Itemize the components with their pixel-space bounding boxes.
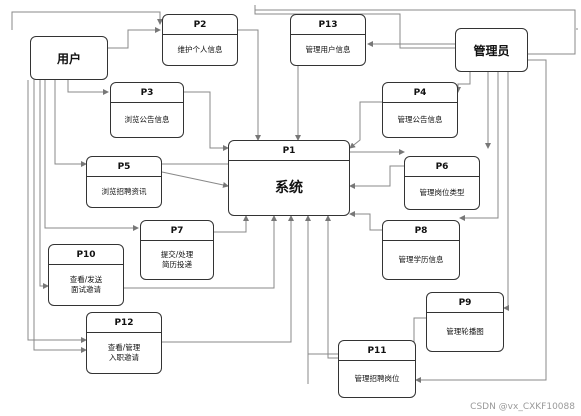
- process-id: P4: [382, 82, 458, 103]
- process-p4: P4 管理公告信息: [382, 82, 458, 138]
- admin-entity: 管理员: [455, 28, 528, 72]
- process-p10: P10 查看/发送 面试邀请: [48, 244, 124, 306]
- process-p6: P6 管理岗位类型: [404, 156, 480, 210]
- process-id: P5: [86, 156, 162, 177]
- process-id: P8: [382, 220, 460, 241]
- watermark: CSDN @vx_CXKF10088: [470, 402, 575, 412]
- process-label: 浏览招聘资讯: [86, 176, 162, 208]
- process-label: 查看/管理 入职邀请: [86, 332, 162, 374]
- process-id: P13: [290, 14, 366, 35]
- process-id: P9: [426, 292, 504, 313]
- process-p1-system: P1 系统: [228, 140, 350, 216]
- process-p9: P9 管理轮播图: [426, 292, 504, 352]
- process-label: 管理岗位类型: [404, 176, 480, 210]
- process-p8: P8 管理学历信息: [382, 220, 460, 280]
- process-label: 维护个人信息: [162, 34, 238, 66]
- process-label: 管理用户信息: [290, 34, 366, 66]
- process-p5: P5 浏览招聘资讯: [86, 156, 162, 208]
- process-p7: P7 提交/处理 简历投递: [140, 220, 214, 280]
- user-entity: 用户: [30, 36, 108, 80]
- process-id: P11: [338, 340, 416, 361]
- process-id: P10: [48, 244, 124, 265]
- process-id: P2: [162, 14, 238, 35]
- process-label: 管理学历信息: [382, 240, 460, 280]
- process-p2: P2 维护个人信息: [162, 14, 238, 66]
- process-id: P3: [110, 82, 184, 103]
- process-label: 管理轮播图: [426, 312, 504, 352]
- process-id: P12: [86, 312, 162, 333]
- process-p13: P13 管理用户信息: [290, 14, 366, 66]
- process-id: P7: [140, 220, 214, 241]
- process-label: 查看/发送 面试邀请: [48, 264, 124, 306]
- process-label: 提交/处理 简历投递: [140, 240, 214, 280]
- process-id: P6: [404, 156, 480, 177]
- process-label: 管理公告信息: [382, 102, 458, 138]
- process-id: P1: [228, 140, 350, 161]
- process-label: 浏览公告信息: [110, 102, 184, 138]
- process-p3: P3 浏览公告信息: [110, 82, 184, 138]
- process-label: 系统: [228, 160, 350, 216]
- process-p11: P11 管理招聘岗位: [338, 340, 416, 398]
- process-label: 管理招聘岗位: [338, 360, 416, 398]
- process-p12: P12 查看/管理 入职邀请: [86, 312, 162, 374]
